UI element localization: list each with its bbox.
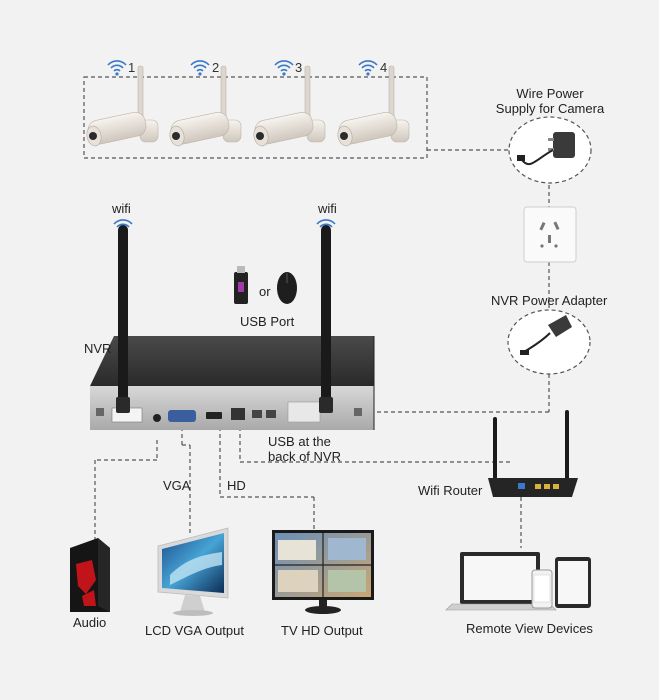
or-label: or — [259, 284, 271, 299]
wifi-router-icon — [488, 410, 578, 497]
camera-4 — [335, 60, 410, 148]
wire-power-label: Wire Power Supply for Camera — [486, 86, 614, 116]
wifi-label-left: wifi — [112, 201, 131, 216]
camera-2 — [167, 60, 242, 148]
nvr-label: NVR — [84, 341, 112, 356]
camera-number-3: 3 — [295, 60, 303, 75]
connection-lines — [83, 76, 550, 548]
wire-power-label-line2: Supply for Camera — [495, 101, 605, 116]
usb-back-label-line1: USB at the — [268, 434, 331, 449]
nvr-power-adapter-label: NVR Power Adapter — [491, 293, 608, 308]
usb-back-label-line2: back of NVR — [268, 449, 341, 464]
camera-group-frame — [83, 76, 428, 159]
wifi-signal-icon — [190, 60, 210, 77]
nvr-device-icon — [90, 219, 375, 430]
wire-power-label-line1: Wire Power — [516, 86, 584, 101]
wifi-signal-icon — [358, 60, 378, 77]
hd-label: HD — [227, 478, 246, 493]
usb-mouse-icon — [277, 272, 297, 304]
usb-port-label: USB Port — [240, 314, 295, 329]
camera-number-4: 4 — [380, 60, 388, 75]
audio-label: Audio — [73, 615, 107, 630]
wall-socket-icon — [523, 206, 577, 263]
tv-hd-output-label: TV HD Output — [281, 623, 363, 638]
camera-1 — [84, 60, 159, 148]
wifi-signal-icon — [107, 60, 127, 77]
usb-drive-icon — [234, 266, 248, 304]
vga-label: VGA — [163, 478, 191, 493]
wifi-router-label: Wifi Router — [418, 483, 483, 498]
lcd-vga-output-label: LCD VGA Output — [145, 623, 244, 638]
camera-3 — [251, 60, 326, 148]
usb-back-label: USB at the back of NVR — [268, 434, 341, 464]
nvr-power-adapter-icon — [507, 309, 591, 375]
wifi-signal-icon — [274, 60, 294, 77]
lcd-monitor-icon — [157, 527, 229, 616]
camera-number-1: 1 — [128, 60, 136, 75]
wifi-label-right: wifi — [318, 201, 337, 216]
camera-number-2: 2 — [212, 60, 220, 75]
audio-tower-icon — [70, 538, 110, 612]
remote-view-devices-label: Remote View Devices — [466, 621, 593, 636]
tv-monitor-icon — [272, 530, 374, 614]
remote-devices-icon — [445, 552, 591, 611]
camera-power-supply-icon — [508, 116, 592, 184]
